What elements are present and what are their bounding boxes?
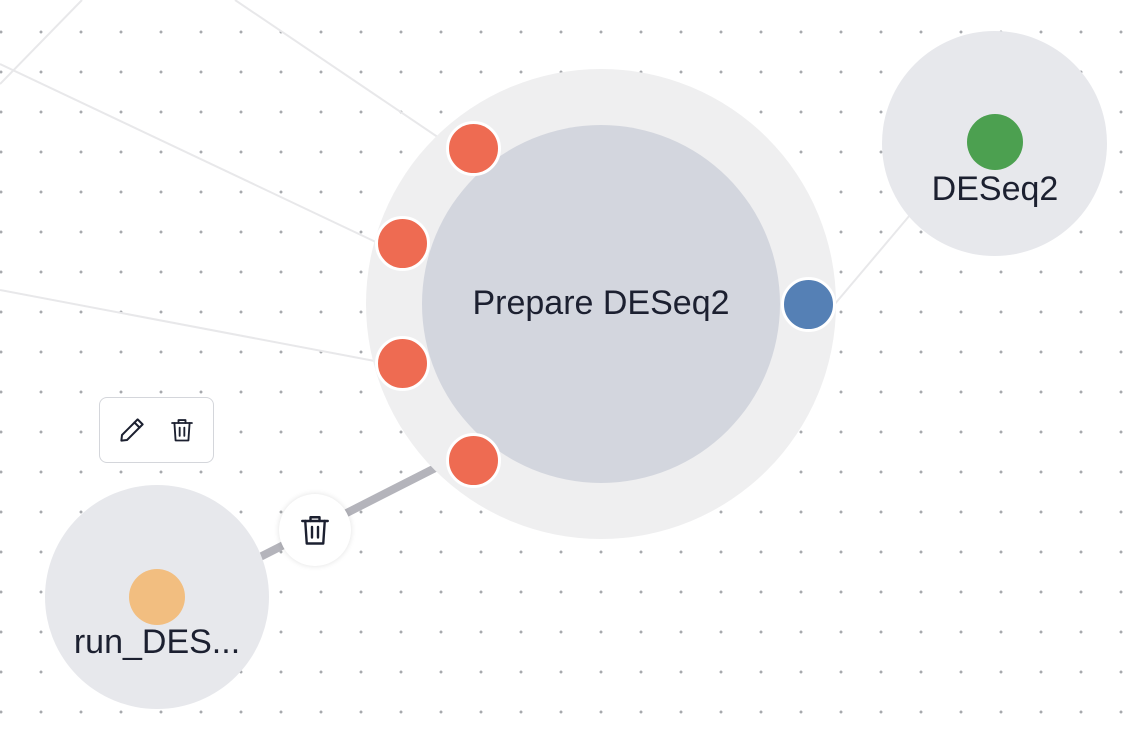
prepare-node-label: Prepare DESeq2 <box>472 284 730 322</box>
input-port-4[interactable] <box>446 433 501 488</box>
prepare-node[interactable] <box>422 125 780 483</box>
output-port-1[interactable] <box>781 277 836 332</box>
deseq2-node-label: DESeq2 <box>931 170 1059 208</box>
run-deseq-node-label: run_DES... <box>73 623 241 661</box>
input-port-1[interactable] <box>446 121 501 176</box>
trash-icon <box>170 419 193 442</box>
delete-edge-button[interactable] <box>279 494 351 566</box>
edge-faint-top[interactable] <box>234 0 449 145</box>
input-port-2[interactable] <box>375 216 430 271</box>
edge-faint-middle[interactable] <box>0 289 381 363</box>
edge-faint-output[interactable] <box>833 214 911 306</box>
input-port-3[interactable] <box>375 336 430 391</box>
dataset-dot <box>967 114 1023 170</box>
script-dot <box>129 569 185 625</box>
delete-node-button[interactable] <box>165 413 199 447</box>
edit-button[interactable] <box>115 413 149 447</box>
edge-faint-upper[interactable] <box>0 63 381 245</box>
node-toolbar <box>99 397 214 463</box>
trash-icon <box>301 516 329 545</box>
pencil-icon <box>119 418 144 442</box>
edge-faint-corner[interactable] <box>0 0 83 85</box>
